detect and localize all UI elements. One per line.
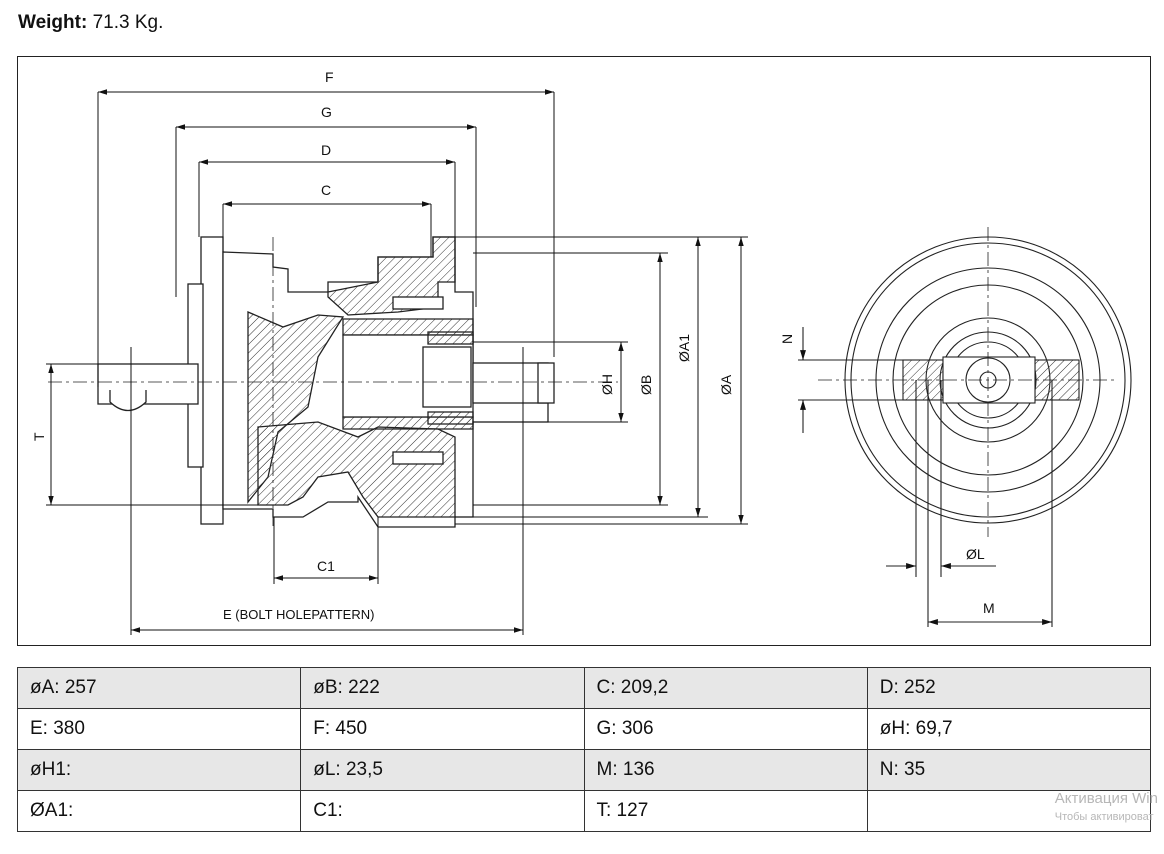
label-e: E (BOLT HOLEPATTERN) xyxy=(223,607,374,622)
spec-cell: øH: 69,7 xyxy=(866,708,1152,750)
front-view xyxy=(798,227,1132,627)
weight-line: Weight: 71.3 Kg. xyxy=(18,12,163,34)
spec-cell: T: 127 xyxy=(583,790,868,832)
spec-cell xyxy=(866,790,1152,832)
label-c: C xyxy=(321,182,331,198)
weight-value: 71.3 Kg. xyxy=(92,12,164,33)
label-d: D xyxy=(321,142,331,158)
spec-cell: G: 306 xyxy=(583,708,868,750)
spec-cell: D: 252 xyxy=(866,667,1152,709)
watermark-line-2: Чтобы активироват xyxy=(1054,811,1154,823)
label-m: M xyxy=(983,600,995,616)
spec-cell: øH1: xyxy=(16,749,302,791)
label-g: G xyxy=(321,104,332,120)
spec-cell: E: 380 xyxy=(16,708,302,750)
watermark-line-1: Активация Win xyxy=(1054,790,1158,807)
label-t: T xyxy=(31,432,47,441)
label-b: ØB xyxy=(638,375,654,395)
spec-cell: øL: 23,5 xyxy=(300,749,585,791)
spec-cell: ØA1: xyxy=(16,790,302,832)
label-n: N xyxy=(779,334,795,344)
activation-watermark: Активация Win Чтобы активироват xyxy=(1055,790,1158,823)
label-h: ØH xyxy=(599,374,615,395)
weight-label: Weight: xyxy=(18,12,88,33)
spec-cell: M: 136 xyxy=(583,749,868,791)
label-c1: C1 xyxy=(317,558,335,574)
spec-cell: C: 209,2 xyxy=(583,667,868,709)
specs-row: øH1: øL: 23,5 M: 136 N: 35 xyxy=(16,749,1152,791)
label-a1: ØA1 xyxy=(676,334,692,362)
side-section-view xyxy=(48,236,618,528)
specs-row: E: 380 F: 450 G: 306 øH: 69,7 xyxy=(16,708,1152,750)
technical-drawing: F G D C C1 E (BOLT HOLEPATTERN) T ØH ØB … xyxy=(17,56,1151,646)
label-f: F xyxy=(325,69,334,85)
label-a: ØA xyxy=(718,374,734,395)
roller-drawing-svg: F G D C C1 E (BOLT HOLEPATTERN) T ØH ØB … xyxy=(31,69,1132,635)
spec-cell: C1: xyxy=(300,790,585,832)
specs-table: øA: 257 øB: 222 C: 209,2 D: 252 E: 380 F… xyxy=(16,667,1152,832)
label-l: ØL xyxy=(966,546,985,562)
spec-cell: N: 35 xyxy=(866,749,1152,791)
specs-row: øA: 257 øB: 222 C: 209,2 D: 252 xyxy=(16,667,1152,709)
spec-cell: F: 450 xyxy=(300,708,585,750)
spec-cell: øB: 222 xyxy=(300,667,585,709)
spec-cell: øA: 257 xyxy=(16,667,302,709)
specs-row: ØA1: C1: T: 127 xyxy=(16,790,1152,832)
dimension-lines xyxy=(46,89,748,635)
